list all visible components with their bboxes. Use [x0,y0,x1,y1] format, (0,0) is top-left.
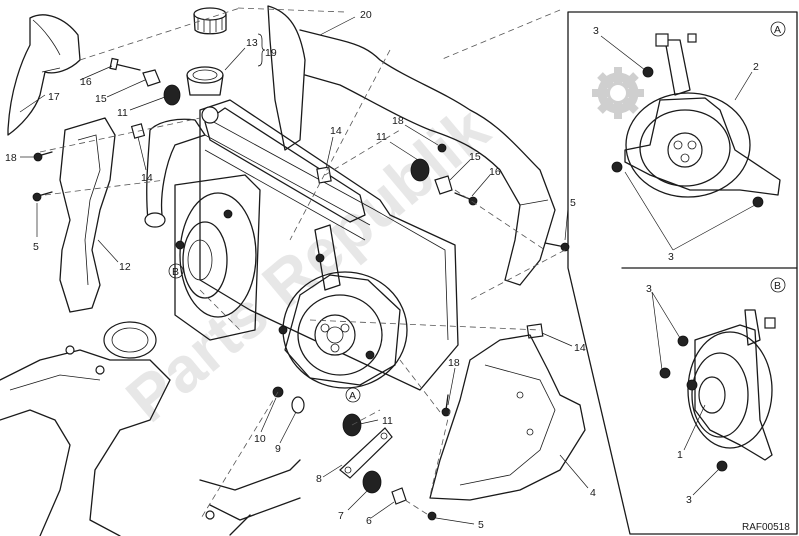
callout-13: 13 [246,37,258,49]
callout-7: 7 [338,510,344,522]
callout-18a: 18 [5,152,17,164]
brace-13-19 [257,33,266,67]
filler-cap-13 [193,7,227,35]
callout-4: 4 [590,487,596,499]
frame-section [0,321,171,536]
callout-18b: 18 [392,115,404,127]
callout-3b: 3 [668,251,674,263]
callout-6: 6 [366,515,372,527]
callout-16b: 16 [489,166,501,178]
shroud-20 [267,5,556,286]
marker-b-main: B [172,266,179,278]
callout-3a: 3 [593,25,599,37]
inset-b-fan [659,309,776,472]
left-deflector-12 [59,117,116,313]
inset-a-fan [611,33,781,208]
callout-14c: 14 [574,342,586,354]
callout-18c: 18 [448,357,460,369]
detail-marker-circles [168,21,786,403]
callout-11b: 11 [376,131,387,143]
callout-15b: 15 [469,151,481,163]
marker-b-inset: B [774,280,781,292]
center-fan-assembly [278,224,408,389]
callout-10: 10 [254,433,266,445]
callout-19: 19 [265,47,277,59]
left-fan-assembly [174,174,261,341]
callout-5c: 5 [478,519,484,531]
callout-14b: 14 [330,125,342,137]
lower-frame [199,459,301,536]
detail-inset-frame [567,11,798,535]
left-duct-17 [7,14,81,136]
detail-marker-labels: B A A B [172,24,781,402]
callout-16a: 16 [80,76,92,88]
filler-neck-19 [186,66,224,96]
marker-a-inset: A [774,24,781,36]
callout-2: 2 [753,61,759,73]
marker-a-main: A [349,390,356,402]
callout-14a: 14 [141,172,153,184]
right-deflector-4 [429,334,586,501]
callout-1: 1 [677,449,683,461]
drawing-reference: RAF00518 [742,522,790,533]
callout-17: 17 [48,91,60,103]
callout-leader-lines [19,16,756,525]
callout-3c: 3 [646,283,652,295]
callout-3d: 3 [686,494,692,506]
callout-9: 9 [275,443,281,455]
callout-labels: 20 13 19 16 15 11 17 18 14 5 12 14 11 18… [5,9,759,531]
callout-5a: 5 [33,241,39,253]
callout-5b: 5 [570,197,576,209]
watermark-gear-icon [592,67,644,119]
assembly-dashed-lines [39,7,566,521]
callout-11c: 11 [382,415,393,427]
watermark-text: Parts Republik [113,92,503,435]
callout-8: 8 [316,473,322,485]
radiator-assembly [144,99,459,391]
callout-12: 12 [119,261,131,273]
hardware-parts [32,57,570,521]
callout-20: 20 [360,9,372,21]
callout-15a: 15 [95,93,107,105]
callout-11a: 11 [117,107,128,119]
